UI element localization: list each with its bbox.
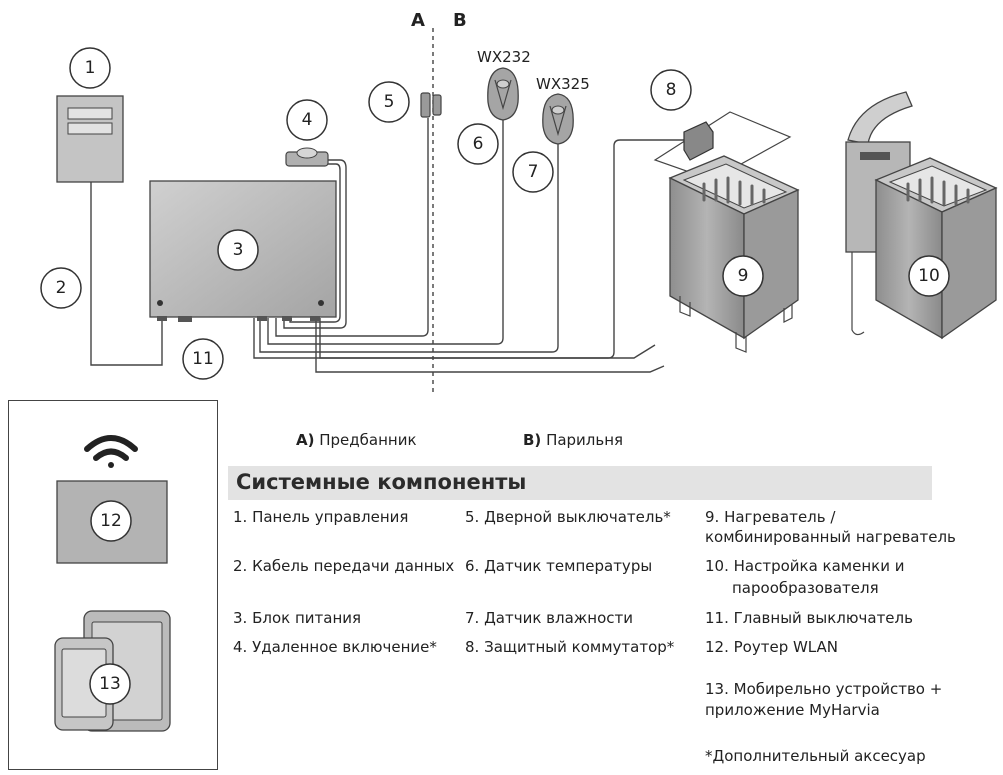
callout-5: 5 <box>384 92 395 112</box>
model-wx232: WX232 <box>477 48 531 66</box>
zone-b-legend-text: Парильня <box>541 431 624 449</box>
component-7: 7. Датчик влажности <box>465 609 634 627</box>
callout-7-circle <box>512 151 554 193</box>
footnote: *Дополнительный аксесуар <box>705 747 926 765</box>
component-12: 12. Роутер WLAN <box>705 638 838 656</box>
section-title: Системные компоненты <box>236 470 527 494</box>
door-switch-device <box>420 92 442 118</box>
component-2: 2. Кабель передачи данных <box>233 557 455 575</box>
humidity-sensor-device <box>542 93 574 145</box>
callout-1-circle <box>69 47 111 89</box>
callout-10: 10 <box>918 266 940 286</box>
callout-4-circle <box>286 99 328 141</box>
callout-9-circle <box>722 255 764 297</box>
callout-5-circle <box>368 81 410 123</box>
zone-b-legend-letter: B) <box>523 431 542 449</box>
zone-b-label: B <box>453 10 467 31</box>
callout-8: 8 <box>666 80 677 100</box>
component-9-line1: 9. Нагреватель / <box>705 508 836 526</box>
phone-icon <box>54 637 114 731</box>
component-5: 5. Дверной выключатель* <box>465 508 671 526</box>
remote-switch-device <box>285 147 329 167</box>
callout-3-circle <box>217 229 259 271</box>
control-panel-device <box>56 95 124 183</box>
connectivity-panel: 12 13 <box>8 400 218 770</box>
component-13-line2: приложение MyHarvia <box>705 701 880 719</box>
component-6: 6. Датчик температуры <box>465 557 653 575</box>
connectivity-drawing: 12 13 <box>54 435 171 732</box>
wifi-icon <box>84 435 138 468</box>
component-9-line2: комбинированный нагреватель <box>705 528 956 546</box>
callout-13-circle <box>89 663 131 705</box>
heater-device <box>668 155 800 353</box>
callout-12: 12 <box>100 511 122 531</box>
component-13-line1: 13. Мобирельно устройство + <box>705 680 943 698</box>
component-3: 3. Блок питания <box>233 609 362 627</box>
component-4: 4. Удаленное включение* <box>233 638 437 656</box>
zone-a-label: A <box>411 10 425 31</box>
callout-9: 9 <box>738 266 749 286</box>
component-11: 11. Главный выключатель <box>705 609 913 627</box>
callout-12-circle <box>90 500 132 542</box>
zone-b-legend: B) Парильня <box>523 430 623 450</box>
combi-heater-device <box>845 91 998 340</box>
callout-2-circle <box>40 267 82 309</box>
component-1: 1. Панель управления <box>233 508 409 526</box>
callout-2: 2 <box>56 278 67 298</box>
cables <box>90 118 686 373</box>
callout-1: 1 <box>85 58 96 78</box>
zone-a-legend-text: Предбанник <box>314 431 417 449</box>
callout-11: 11 <box>192 349 214 369</box>
section-header-bar: Системные компоненты <box>228 466 932 500</box>
model-wx325: WX325 <box>536 75 590 93</box>
callout-7: 7 <box>528 162 539 182</box>
temperature-sensor-device <box>487 67 519 121</box>
zone-a-legend: A) Предбанник <box>296 430 417 450</box>
callout-11-circle <box>182 338 224 380</box>
callout-10-circle <box>908 255 950 297</box>
callout-6-circle <box>457 123 499 165</box>
component-10-line1: 10. Настройка каменки и <box>705 557 905 575</box>
component-10-line2: парообразователя <box>732 579 879 597</box>
callout-6: 6 <box>473 134 484 154</box>
callout-8-circle <box>650 69 692 111</box>
system-diagram: 1 2 3 4 5 6 7 8 9 10 11 A B WX232 WX325 <box>40 10 998 392</box>
callout-4: 4 <box>302 110 313 130</box>
component-8: 8. Защитный коммутатор* <box>465 638 675 656</box>
zone-a-legend-letter: A) <box>296 431 315 449</box>
callout-3: 3 <box>233 240 244 260</box>
callout-13: 13 <box>99 674 121 694</box>
